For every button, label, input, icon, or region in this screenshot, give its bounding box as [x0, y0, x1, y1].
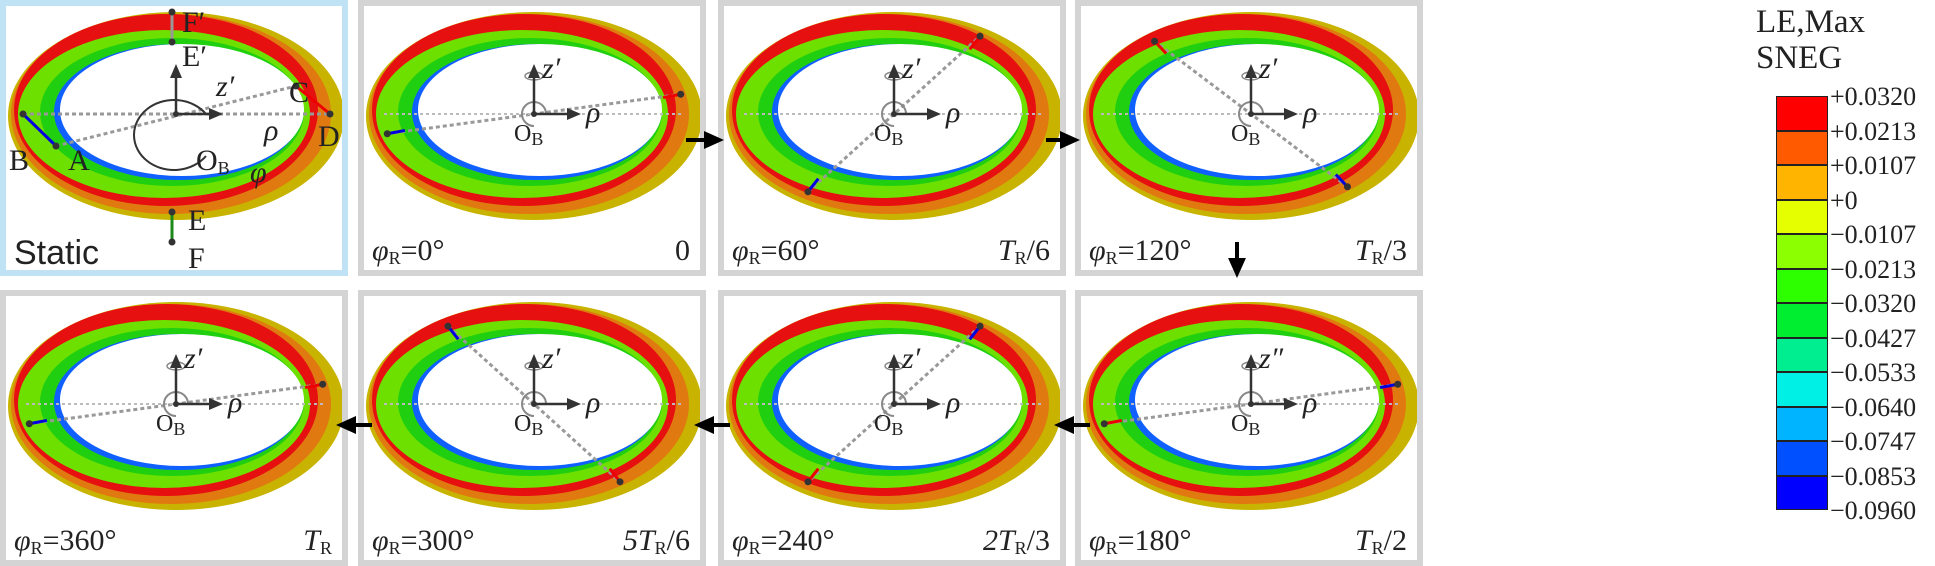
- legend-swatch: [1776, 96, 1828, 131]
- legend-tick-label: −0.0427: [1830, 323, 1917, 353]
- rotation-angle-label: φR=120°: [1089, 234, 1192, 268]
- point-d-label: D: [318, 120, 340, 153]
- axis-rho-label: ρ: [946, 96, 961, 129]
- axis-z-label: z′: [542, 342, 561, 375]
- legend-tick-label: −0.0213: [1830, 254, 1917, 284]
- legend-swatch: [1776, 234, 1828, 269]
- time-label: 5TR/6: [622, 524, 690, 558]
- origin-label: OB: [1231, 121, 1261, 149]
- axis-rho-label: ρ: [946, 386, 961, 419]
- legend-tick-label: +0.0107: [1830, 151, 1917, 180]
- legend-tick-label: −0.0747: [1830, 427, 1917, 456]
- axes: [1245, 354, 1298, 410]
- origin-label: OB: [514, 121, 544, 149]
- legend-swatch: [1776, 406, 1828, 441]
- point-c-label: C: [289, 76, 310, 109]
- legend-title-variable: LE,Max: [1756, 4, 1866, 40]
- legend-swatch: [1776, 199, 1828, 234]
- rotation-angle-label: φR=60°: [732, 234, 820, 268]
- legend-swatch: [1776, 337, 1828, 372]
- time-label: TR: [303, 524, 332, 558]
- time-label: TR/2: [1354, 524, 1407, 558]
- origin-label: OB: [1231, 411, 1261, 439]
- rotation-angle-label: φR=0°: [372, 234, 445, 268]
- axis-z-label: z″: [1259, 342, 1284, 375]
- origin-label: OB: [196, 144, 230, 178]
- axes: [170, 64, 223, 120]
- rotation-angle-label: φR=180°: [1089, 524, 1192, 558]
- axis-z-label: z′: [1259, 52, 1278, 85]
- axes: [528, 354, 581, 410]
- point-e-prime-label: E′: [182, 40, 207, 73]
- point-f-prime-label: F′: [182, 6, 206, 39]
- point-f-label: F: [188, 242, 205, 275]
- legend-swatch: [1776, 130, 1828, 165]
- axis-z-label: z′: [902, 342, 921, 375]
- axis-rho-label: ρ: [586, 386, 601, 419]
- legend-tick-label: −0.0533: [1830, 358, 1917, 387]
- axis-rho-label: ρ: [586, 96, 601, 129]
- panel-title: Static: [14, 234, 100, 272]
- axis-phi-label: φ: [250, 156, 267, 189]
- time-label: TR/3: [1354, 234, 1407, 268]
- origin-label: OB: [156, 411, 186, 439]
- legend-tick-label: −0.0320: [1830, 289, 1917, 318]
- legend-swatch: [1776, 165, 1828, 200]
- axis-rho-label: ρ: [264, 114, 279, 147]
- axes: [888, 354, 941, 410]
- axis-z-label: z′: [542, 52, 561, 85]
- axis-rho-label: ρ: [1303, 96, 1318, 129]
- legend-tick-label: −0.0107: [1830, 220, 1917, 249]
- rotation-angle-label: φR=300°: [372, 524, 475, 558]
- rotation-angle-label: φR=360°: [14, 524, 117, 558]
- axis-z-label: z′: [184, 342, 203, 375]
- origin-label: OB: [514, 411, 544, 439]
- legend-tick-label: −0.0640: [1830, 392, 1917, 422]
- axis-rho-label: ρ: [228, 386, 243, 419]
- axes: [528, 64, 581, 120]
- legend-tick-label: +0: [1830, 185, 1858, 215]
- legend-tick-label: −0.0853: [1830, 461, 1917, 491]
- time-label: 2TR/3: [982, 524, 1050, 558]
- legend-tick-label: +0.0213: [1830, 116, 1917, 146]
- legend-swatch: [1776, 303, 1828, 338]
- axes: [1245, 64, 1298, 120]
- legend-tick-label: +0.0320: [1830, 82, 1917, 111]
- time-label: 0: [675, 234, 690, 267]
- legend-title-section: SNEG: [1756, 40, 1843, 76]
- legend-swatch: [1776, 268, 1828, 303]
- point-a-label: A: [68, 144, 90, 177]
- legend-swatch: [1776, 441, 1828, 476]
- axes: [170, 354, 223, 410]
- axis-z-label: z′: [216, 70, 235, 103]
- origin-label: OB: [874, 411, 904, 439]
- origin-label: OB: [874, 121, 904, 149]
- axes: [888, 64, 941, 120]
- point-b-label: B: [9, 144, 30, 177]
- point-e-label: E: [188, 204, 207, 237]
- legend-swatch: [1776, 372, 1828, 407]
- legend-tick-label: −0.0960: [1830, 496, 1917, 525]
- color-legend: LE,Max SNEG +0.0320 +0.0213 +0.0107 +0 −0.01…: [1718, 0, 1935, 565]
- time-label: TR/6: [997, 234, 1050, 268]
- axis-rho-label: ρ: [1303, 386, 1318, 419]
- axis-z-label: z′: [902, 52, 921, 85]
- rotation-angle-label: φR=240°: [732, 524, 835, 558]
- legend-swatch: [1776, 475, 1828, 510]
